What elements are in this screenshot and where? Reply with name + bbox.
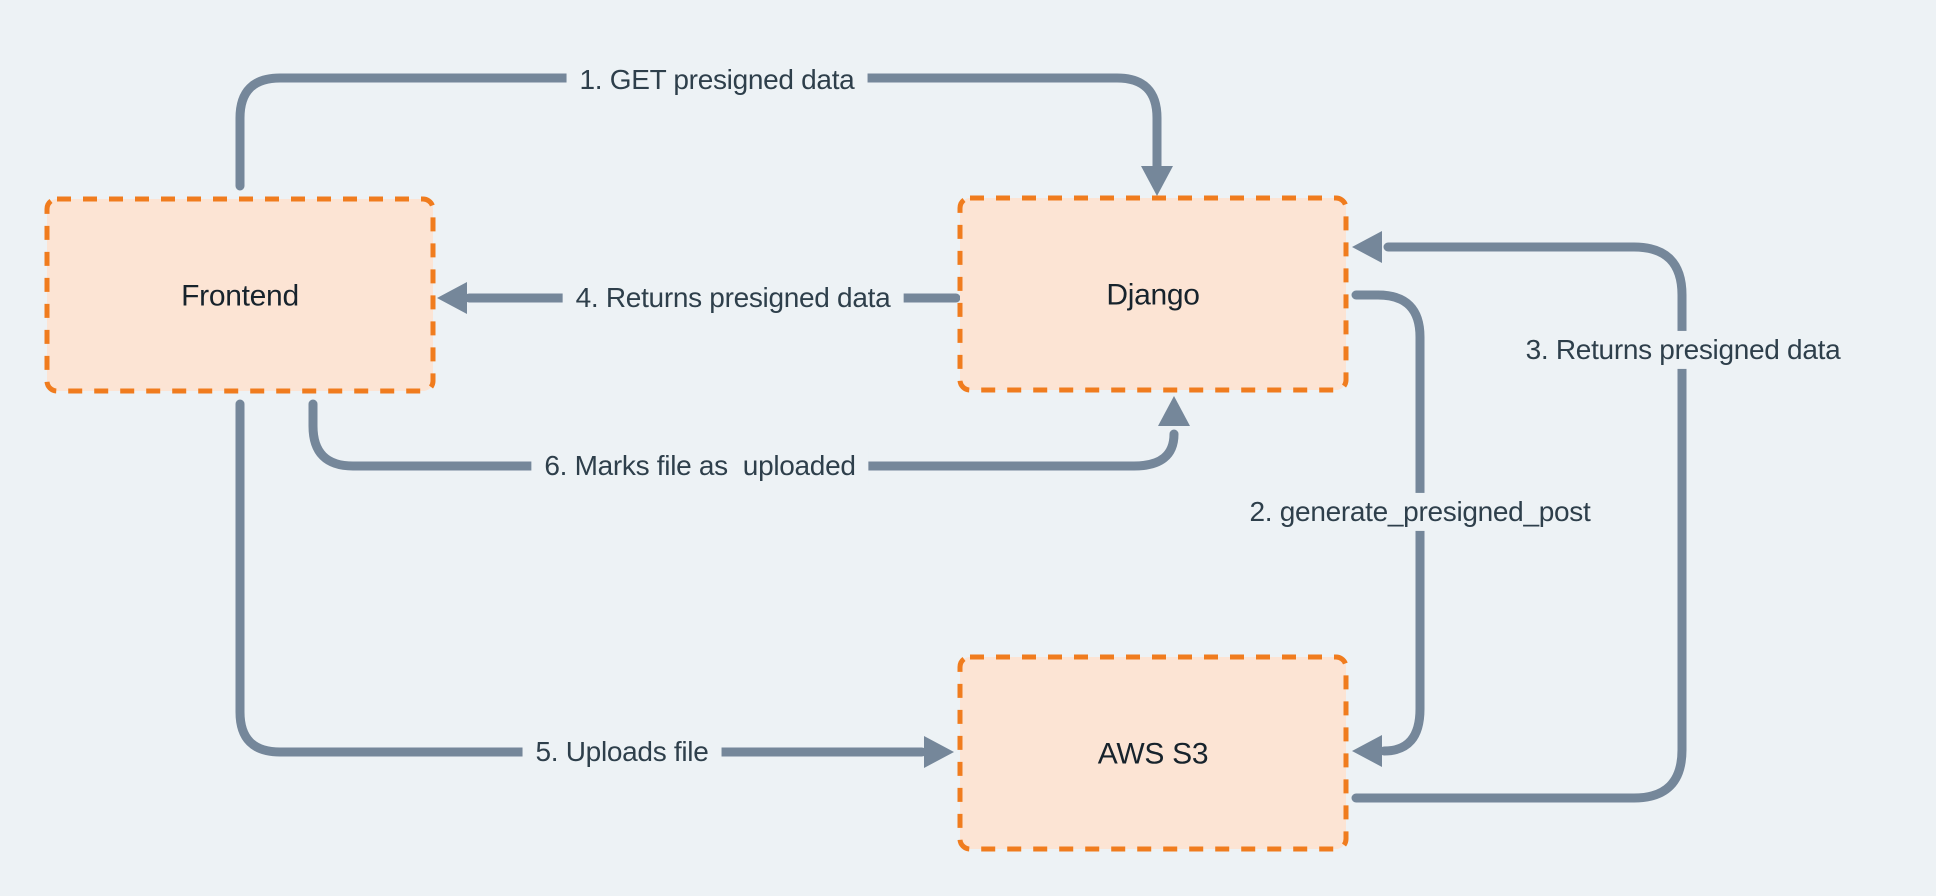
edge-3-label: 3. Returns presigned data	[1512, 330, 1854, 370]
edge-5-line	[235, 399, 927, 757]
edge-3-arrowhead	[1352, 231, 1382, 263]
node-frontend-box	[44, 196, 436, 394]
edge-2-label: 2. generate_presigned_post	[1236, 492, 1604, 532]
edge-2-line	[1351, 290, 1425, 756]
edge-6-label: 6. Marks file as uploaded	[531, 446, 869, 486]
node-aws-s3-label: AWS S3	[1097, 737, 1209, 771]
edge-1-arrowhead	[1141, 166, 1173, 196]
edge-4-arrowhead	[437, 282, 467, 314]
node-django-label: Django	[1106, 278, 1200, 312]
edge-2-arrowhead	[1352, 735, 1382, 767]
node-aws-s3-box	[957, 654, 1349, 852]
edge-5-label: 5. Uploads file	[522, 732, 722, 772]
edge-5-arrowhead	[924, 736, 954, 768]
edge-4-label: 4. Returns presigned data	[562, 278, 904, 318]
edge-1-label: 1. GET presigned data	[566, 60, 868, 100]
edge-6-arrowhead	[1158, 396, 1190, 426]
node-frontend-label: Frontend	[181, 279, 299, 313]
node-django-box	[957, 195, 1349, 393]
edge-3-line	[1351, 242, 1687, 803]
edge-6-line	[308, 399, 1179, 471]
